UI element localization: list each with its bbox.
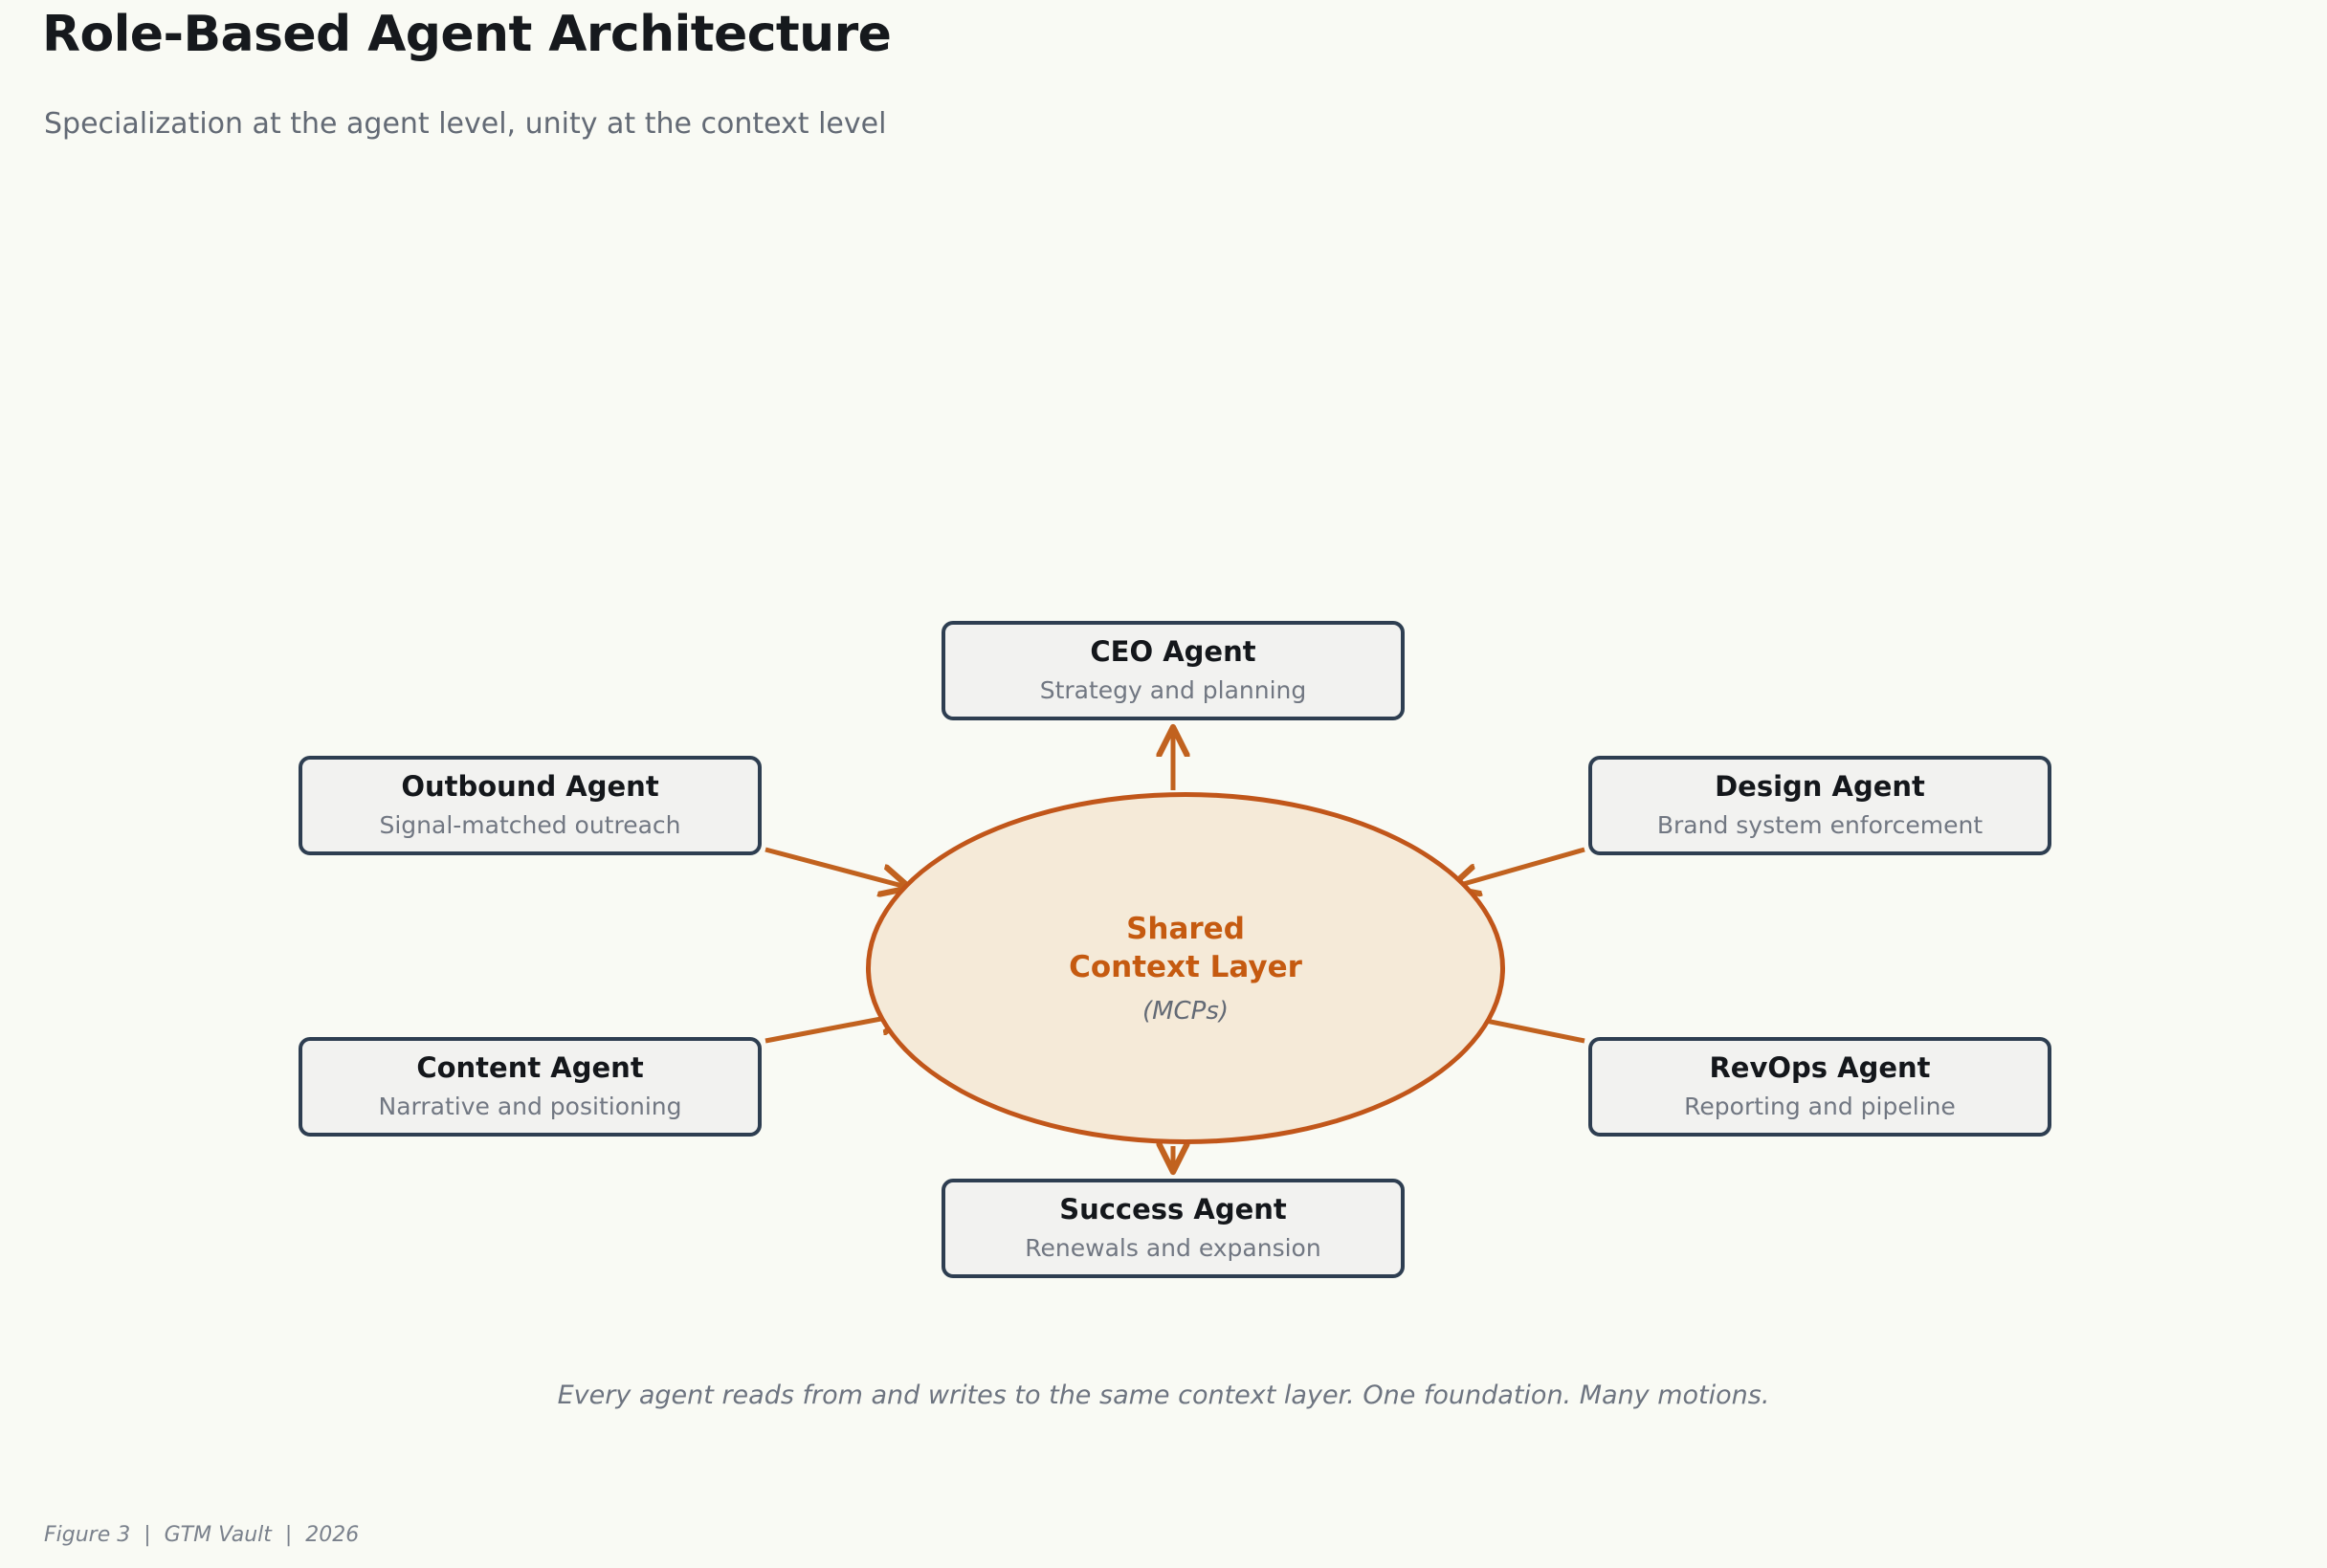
- agent-node-outbound-title: Outbound Agent: [401, 769, 659, 803]
- agent-node-revops[interactable]: RevOps Agent Reporting and pipeline: [1588, 1037, 2051, 1137]
- figure-footer: Figure 3 | GTM Vault | 2026: [44, 1523, 360, 1547]
- agent-node-success-title: Success Agent: [1059, 1192, 1287, 1226]
- shared-context-layer-hub[interactable]: Shared Context Layer (MCPs): [866, 792, 1505, 1144]
- connector-outbound-to-hub: [765, 847, 906, 887]
- agent-node-content-title: Content Agent: [416, 1050, 644, 1084]
- hub-subtitle: (MCPs): [1141, 996, 1230, 1026]
- agent-node-ceo-desc: Strategy and planning: [1039, 676, 1307, 705]
- agent-node-outbound[interactable]: Outbound Agent Signal-matched outreach: [299, 756, 762, 855]
- agent-node-ceo[interactable]: CEO Agent Strategy and planning: [942, 621, 1405, 720]
- agent-node-outbound-desc: Signal-matched outreach: [379, 811, 681, 840]
- agent-node-revops-desc: Reporting and pipeline: [1684, 1093, 1956, 1121]
- page-subtitle: Specialization at the agent level, unity…: [44, 107, 887, 141]
- agent-node-ceo-title: CEO Agent: [1090, 634, 1256, 668]
- agent-node-revops-title: RevOps Agent: [1709, 1050, 1931, 1084]
- agent-node-success[interactable]: Success Agent Renewals and expansion: [942, 1179, 1405, 1278]
- hub-title: Shared Context Layer: [1069, 912, 1302, 984]
- agent-node-success-desc: Renewals and expansion: [1025, 1234, 1321, 1263]
- agent-node-content-desc: Narrative and positioning: [378, 1093, 682, 1121]
- agent-node-content[interactable]: Content Agent Narrative and positioning: [299, 1037, 762, 1137]
- connector-design-to-hub: [1453, 847, 1585, 887]
- agent-node-design[interactable]: Design Agent Brand system enforcement: [1588, 756, 2051, 855]
- page-title: Role-Based Agent Architecture: [42, 6, 892, 63]
- agent-node-design-title: Design Agent: [1715, 769, 1925, 803]
- agent-node-design-desc: Brand system enforcement: [1656, 811, 1983, 840]
- diagram-caption: Every agent reads from and writes to the…: [557, 1380, 1770, 1410]
